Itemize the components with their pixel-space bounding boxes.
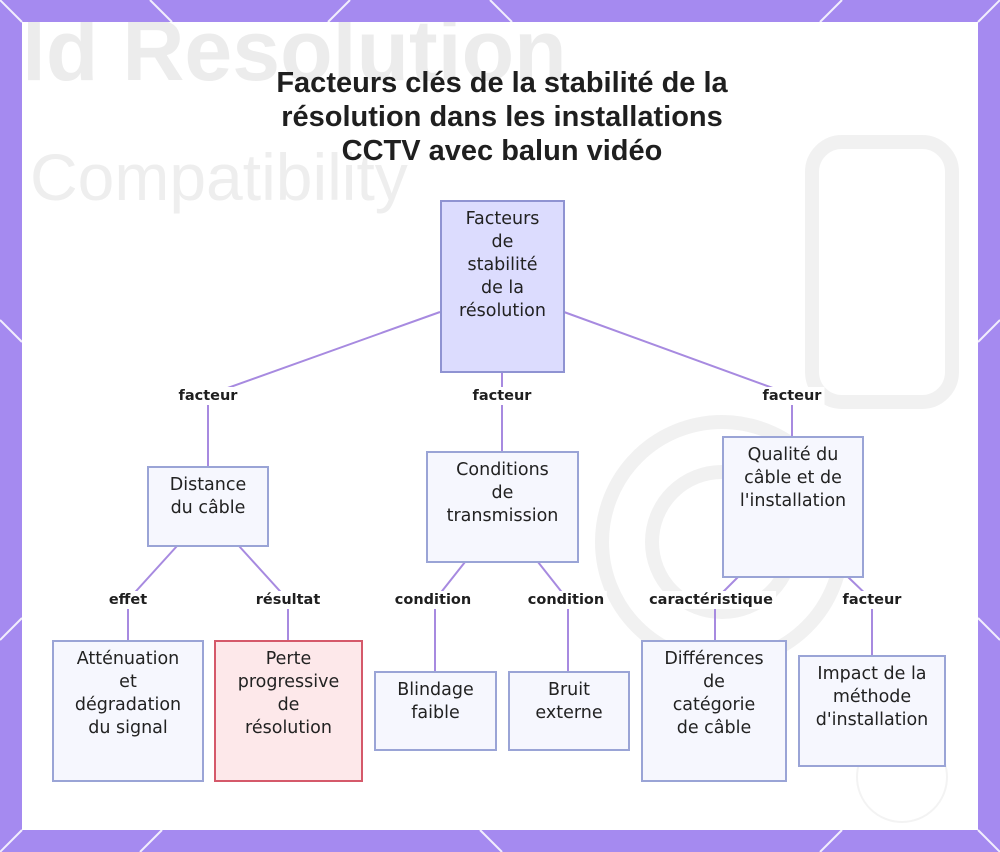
diagram-title: Facteurs clés de la stabilité de la réso…	[222, 66, 782, 168]
node-qualite-line-2: câble et de	[744, 468, 842, 488]
node-differences-line-2: de	[703, 672, 725, 692]
edge-label-conditions-blindage: condition	[391, 591, 475, 609]
node-perte-line-3: de	[277, 695, 300, 715]
node-bruit-line-1: Bruit	[547, 680, 590, 700]
node-differences-categorie: Différences de catégorie de câble	[641, 640, 787, 782]
node-conditions-transmission: Conditions de transmission	[426, 451, 579, 563]
node-impact-line-3: d'installation	[815, 710, 929, 730]
node-bruit-line-2: externe	[535, 703, 603, 723]
node-root-line-2: de	[491, 232, 514, 252]
edge-qualite-impact	[847, 576, 873, 655]
edge-label-qualite-impact: facteur	[839, 591, 905, 609]
node-perte-line-4: résolution	[245, 718, 332, 738]
edge-conditions-blindage	[434, 561, 466, 671]
diagram-card: ld Resolution Compatibility Facteurs clé…	[22, 22, 978, 830]
node-distance-line-2: du câble	[170, 498, 246, 518]
node-root-line-5: résolution	[459, 301, 546, 321]
watermark-line-2: Compatibility	[30, 140, 408, 214]
edge-label-root-qualite: facteur	[759, 387, 825, 405]
node-attenuation-line-1: Atténuation	[76, 649, 180, 669]
node-differences-line-3: catégorie	[672, 695, 756, 715]
title-line-3: CCTV avec balun vidéo	[341, 135, 663, 167]
node-differences-line-4: de câble	[676, 718, 752, 738]
edge-label-distance-attenuation: effet	[105, 591, 151, 609]
node-attenuation-line-4: du signal	[88, 718, 168, 738]
node-conditions-line-3: transmission	[446, 506, 559, 526]
watermark-line-1: ld Resolution	[22, 22, 567, 99]
node-qualite-line-1: Qualité du	[747, 445, 839, 465]
node-root-line-1: Facteurs	[465, 209, 540, 229]
node-distance-cable: Distance du câble	[147, 466, 269, 547]
node-impact-line-2: méthode	[832, 687, 912, 707]
node-blindage-line-1: Blindage	[397, 680, 474, 700]
edge-label-distance-perte: résultat	[252, 591, 324, 609]
edge-label-qualite-differences: caractéristique	[646, 591, 776, 609]
node-perte-resolution: Perte progressive de résolution	[214, 640, 363, 782]
node-perte-line-2: progressive	[237, 672, 340, 692]
node-qualite-cable-installation: Qualité du câble et de l'installation	[722, 436, 864, 578]
node-conditions-line-2: de	[491, 483, 514, 503]
node-attenuation-line-2: et	[119, 672, 137, 692]
node-attenuation-degradation: Atténuation et dégradation du signal	[52, 640, 204, 782]
node-root-line-4: de la	[480, 278, 524, 298]
edge-conditions-bruit	[537, 561, 569, 671]
node-distance-line-1: Distance	[169, 475, 247, 495]
node-qualite-line-3: l'installation	[739, 491, 847, 511]
title-line-1: Facteurs clés de la stabilité de la	[276, 67, 728, 99]
node-root-facteurs-stabilite: Facteurs de stabilité de la résolution	[440, 200, 565, 373]
node-blindage-faible: Blindage faible	[374, 671, 497, 751]
node-differences-line-1: Différences	[664, 649, 764, 669]
node-impact-line-1: Impact de la	[817, 664, 927, 684]
node-conditions-line-1: Conditions	[456, 460, 549, 480]
title-line-2: résolution dans les installations	[281, 101, 723, 133]
edge-root-qualite	[563, 311, 793, 436]
node-bruit-externe: Bruit externe	[508, 671, 630, 751]
node-perte-line-1: Perte	[265, 649, 312, 669]
edge-label-conditions-bruit: condition	[524, 591, 608, 609]
node-blindage-line-2: faible	[411, 703, 460, 723]
edge-label-root-distance: facteur	[175, 387, 241, 405]
edge-label-root-conditions: facteur	[469, 387, 535, 405]
edge-root-distance	[207, 311, 441, 466]
node-root-line-3: stabilité	[467, 255, 538, 275]
node-attenuation-line-3: dégradation	[74, 695, 182, 715]
node-impact-methode: Impact de la méthode d'installation	[798, 655, 946, 767]
